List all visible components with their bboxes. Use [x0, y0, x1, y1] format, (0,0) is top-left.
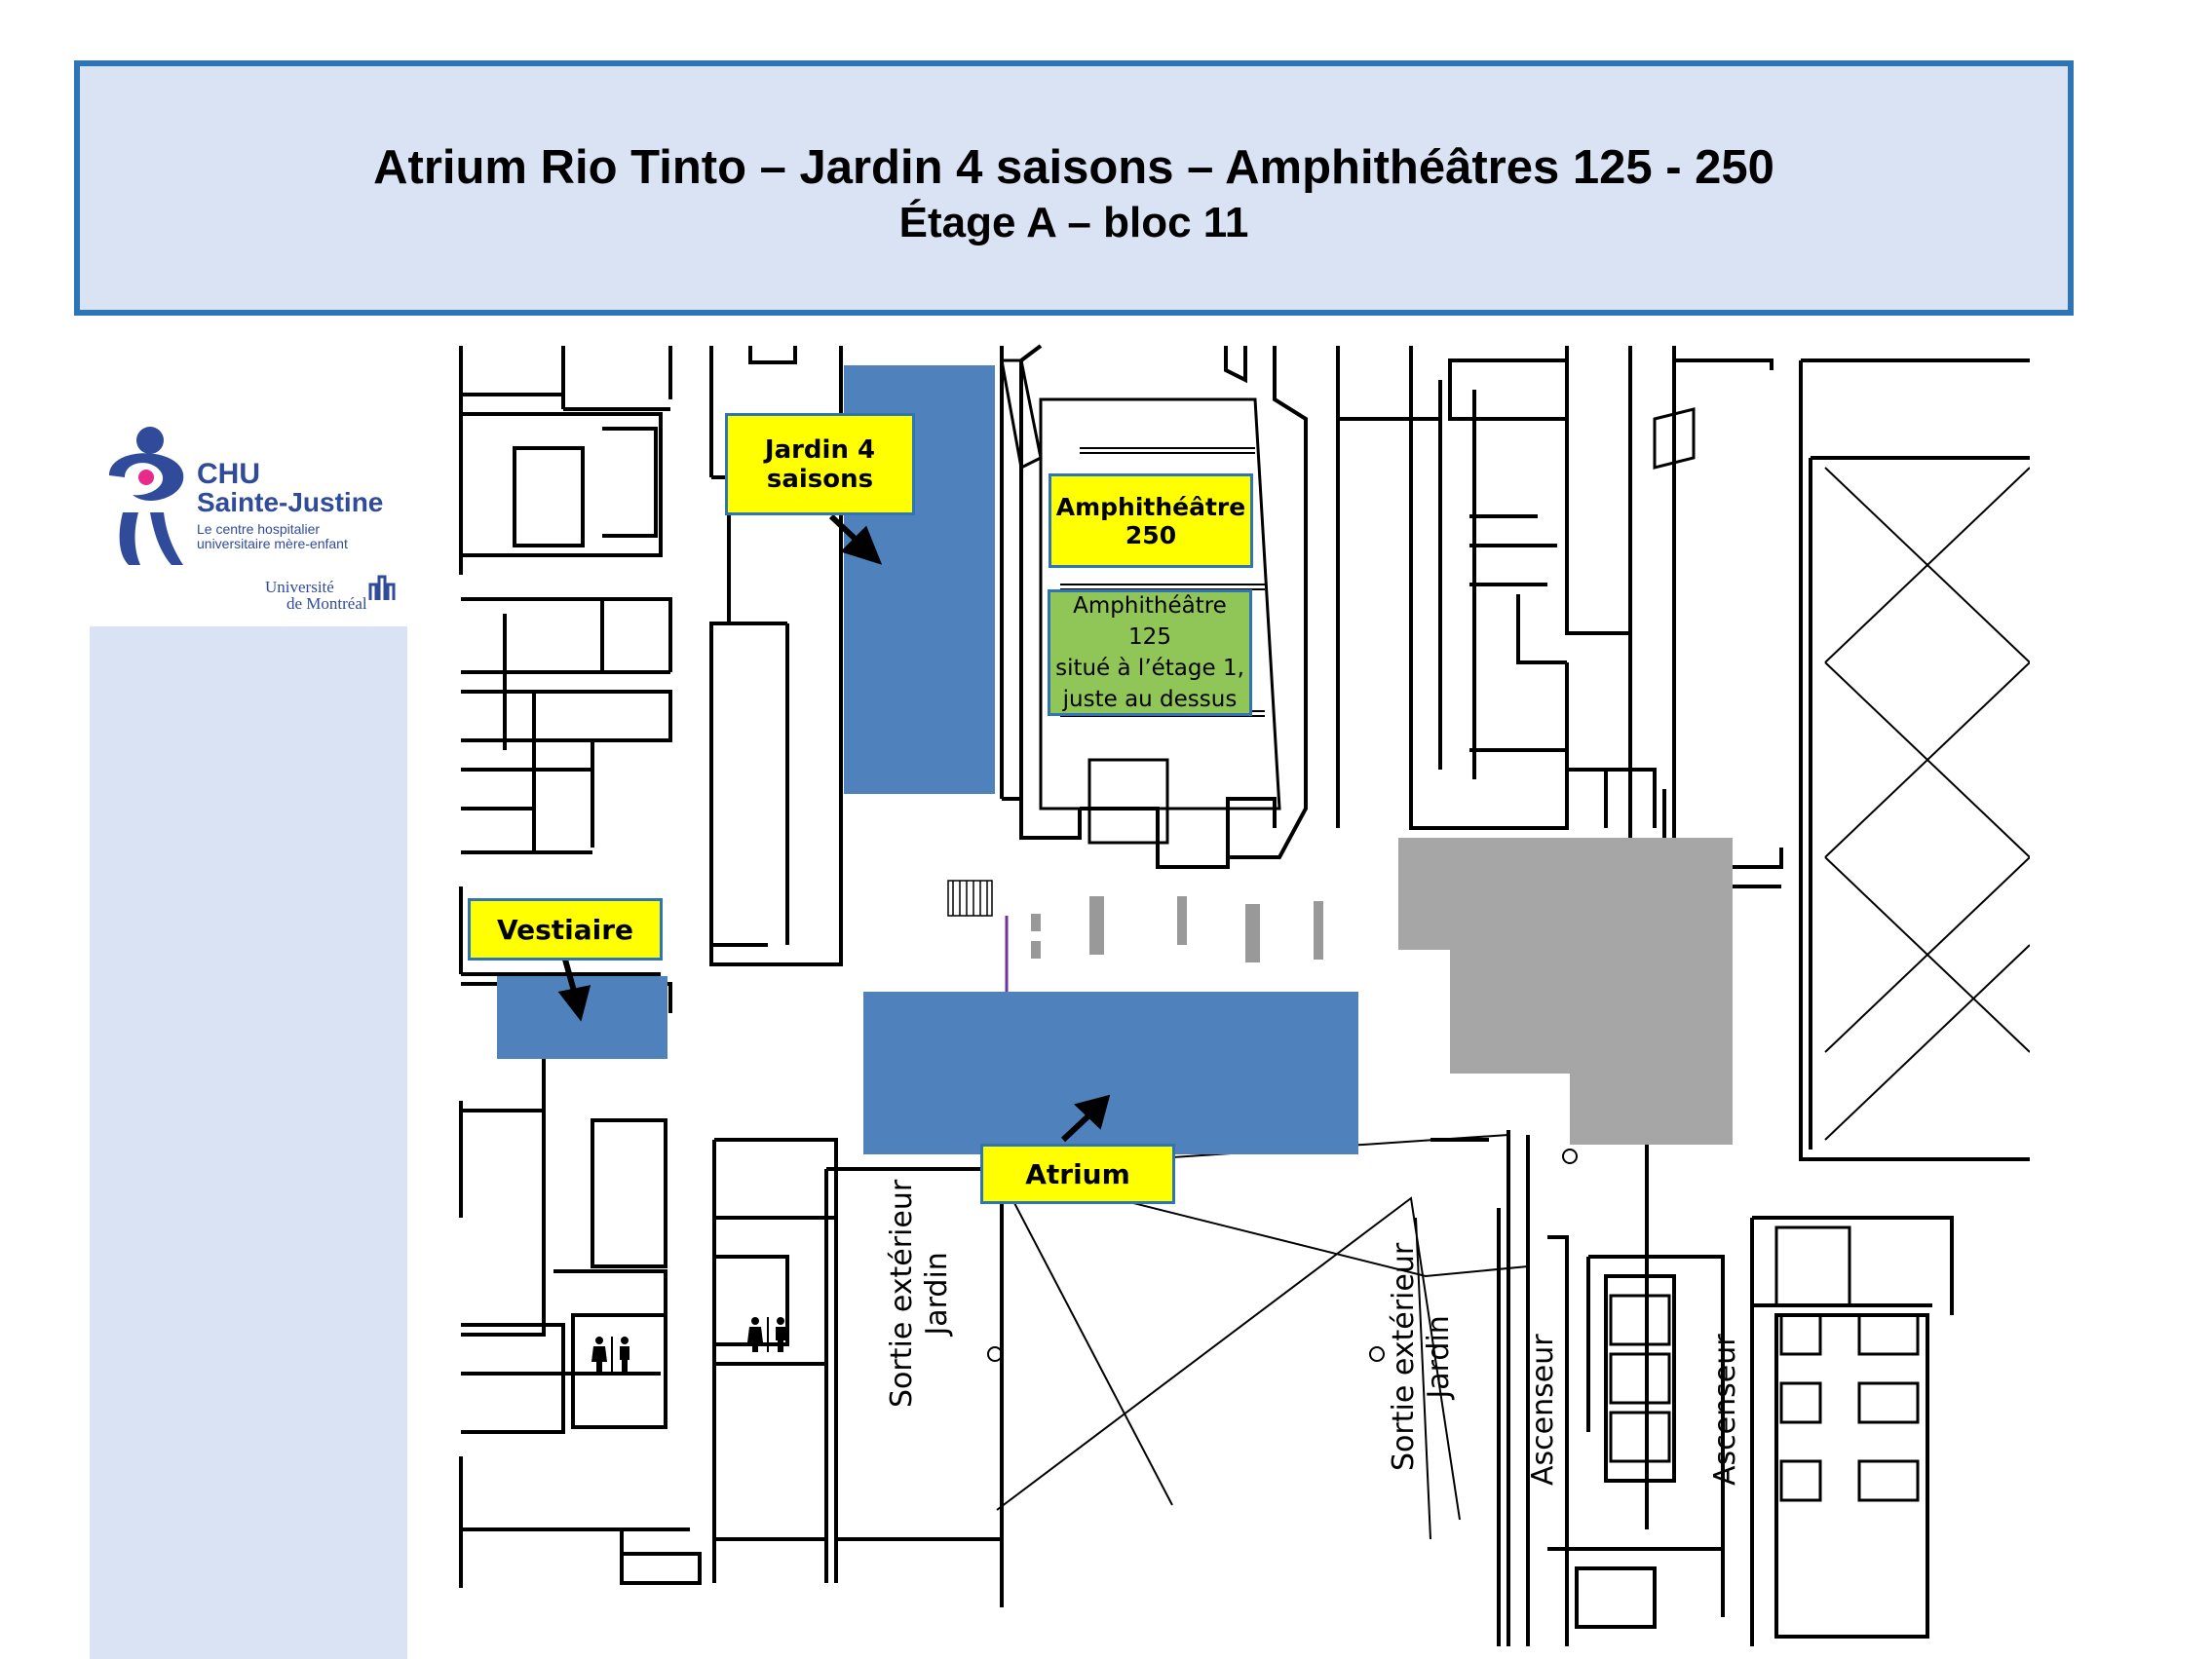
amphi250-label-line1: Amphithéâtre: [1055, 492, 1246, 521]
logo-tagline-2: universitaire mère-enfant: [197, 536, 348, 551]
restroom-icon: [747, 1317, 785, 1352]
label-amphitheatre-250: Amphithéâtre 250: [1049, 473, 1253, 568]
sortie1-line2: Jardin: [920, 1252, 954, 1336]
amphi125-label-line1: Amphithéâtre 125: [1073, 592, 1227, 650]
sortie2-line1: Sortie extérieur: [1387, 1242, 1421, 1471]
ascenseur2-text: Ascenseur: [1708, 1334, 1742, 1486]
label-vestiaire: Vestiaire: [468, 898, 663, 961]
page-subtitle: Étage A – bloc 11: [898, 199, 1249, 246]
label-atrium: Atrium: [980, 1144, 1175, 1204]
amphi125-label-line2: situé à l’étage 1,: [1055, 656, 1244, 681]
floor-plan: Jardin 4 saisons Amphithéâtre 250 Amphit…: [456, 341, 2030, 1659]
university-emblem-icon: [368, 575, 396, 600]
label-amphitheatre-125: Amphithéâtre 125 situé à l’étage 1, just…: [1048, 589, 1252, 716]
sortie1-line1: Sortie extérieur: [885, 1179, 919, 1408]
atrium-label-text: Atrium: [1025, 1157, 1130, 1190]
page-title: Atrium Rio Tinto – Jardin 4 saisons – Am…: [373, 141, 1774, 194]
floor-plan-drawing: [459, 344, 2030, 1646]
label-ascenseur-1: Ascenseur: [1526, 1334, 1561, 1486]
title-banner: Atrium Rio Tinto – Jardin 4 saisons – Am…: [74, 60, 2074, 316]
ascenseur1-text: Ascenseur: [1526, 1334, 1560, 1486]
logo-figure-icon: [109, 427, 184, 565]
university-name-1: Université: [265, 578, 334, 596]
chu-sainte-justine-logo: CHU Sainte-Justine Le centre hospitalier…: [90, 419, 401, 614]
restroom-icon: [591, 1337, 629, 1372]
label-sortie-exterieur-jardin-1: Sortie extérieur Jardin: [885, 1180, 955, 1408]
jardin-label-line1: Jardin 4: [764, 434, 876, 465]
logo-name-1: CHU: [197, 458, 260, 490]
logo-name-2: Sainte-Justine: [197, 487, 384, 517]
amphi125-label-line3: juste au dessus: [1062, 687, 1238, 713]
university-name-2: de Montréal: [286, 594, 367, 613]
side-panel: [90, 626, 407, 1659]
jardin-label-line2: saisons: [766, 464, 874, 494]
vestiaire-label-text: Vestiaire: [496, 913, 634, 946]
amphi250-label-line2: 250: [1125, 520, 1177, 549]
logo-tagline-1: Le centre hospitalier: [197, 521, 321, 537]
label-jardin-4-saisons: Jardin 4 saisons: [725, 413, 915, 515]
label-ascenseur-2: Ascenseur: [1708, 1334, 1743, 1486]
label-sortie-exterieur-jardin-2: Sortie extérieur Jardin: [1387, 1243, 1457, 1471]
atrium-zone: [863, 992, 1358, 1154]
gray-area: [1398, 838, 1733, 1145]
sortie2-line2: Jardin: [1422, 1315, 1456, 1399]
